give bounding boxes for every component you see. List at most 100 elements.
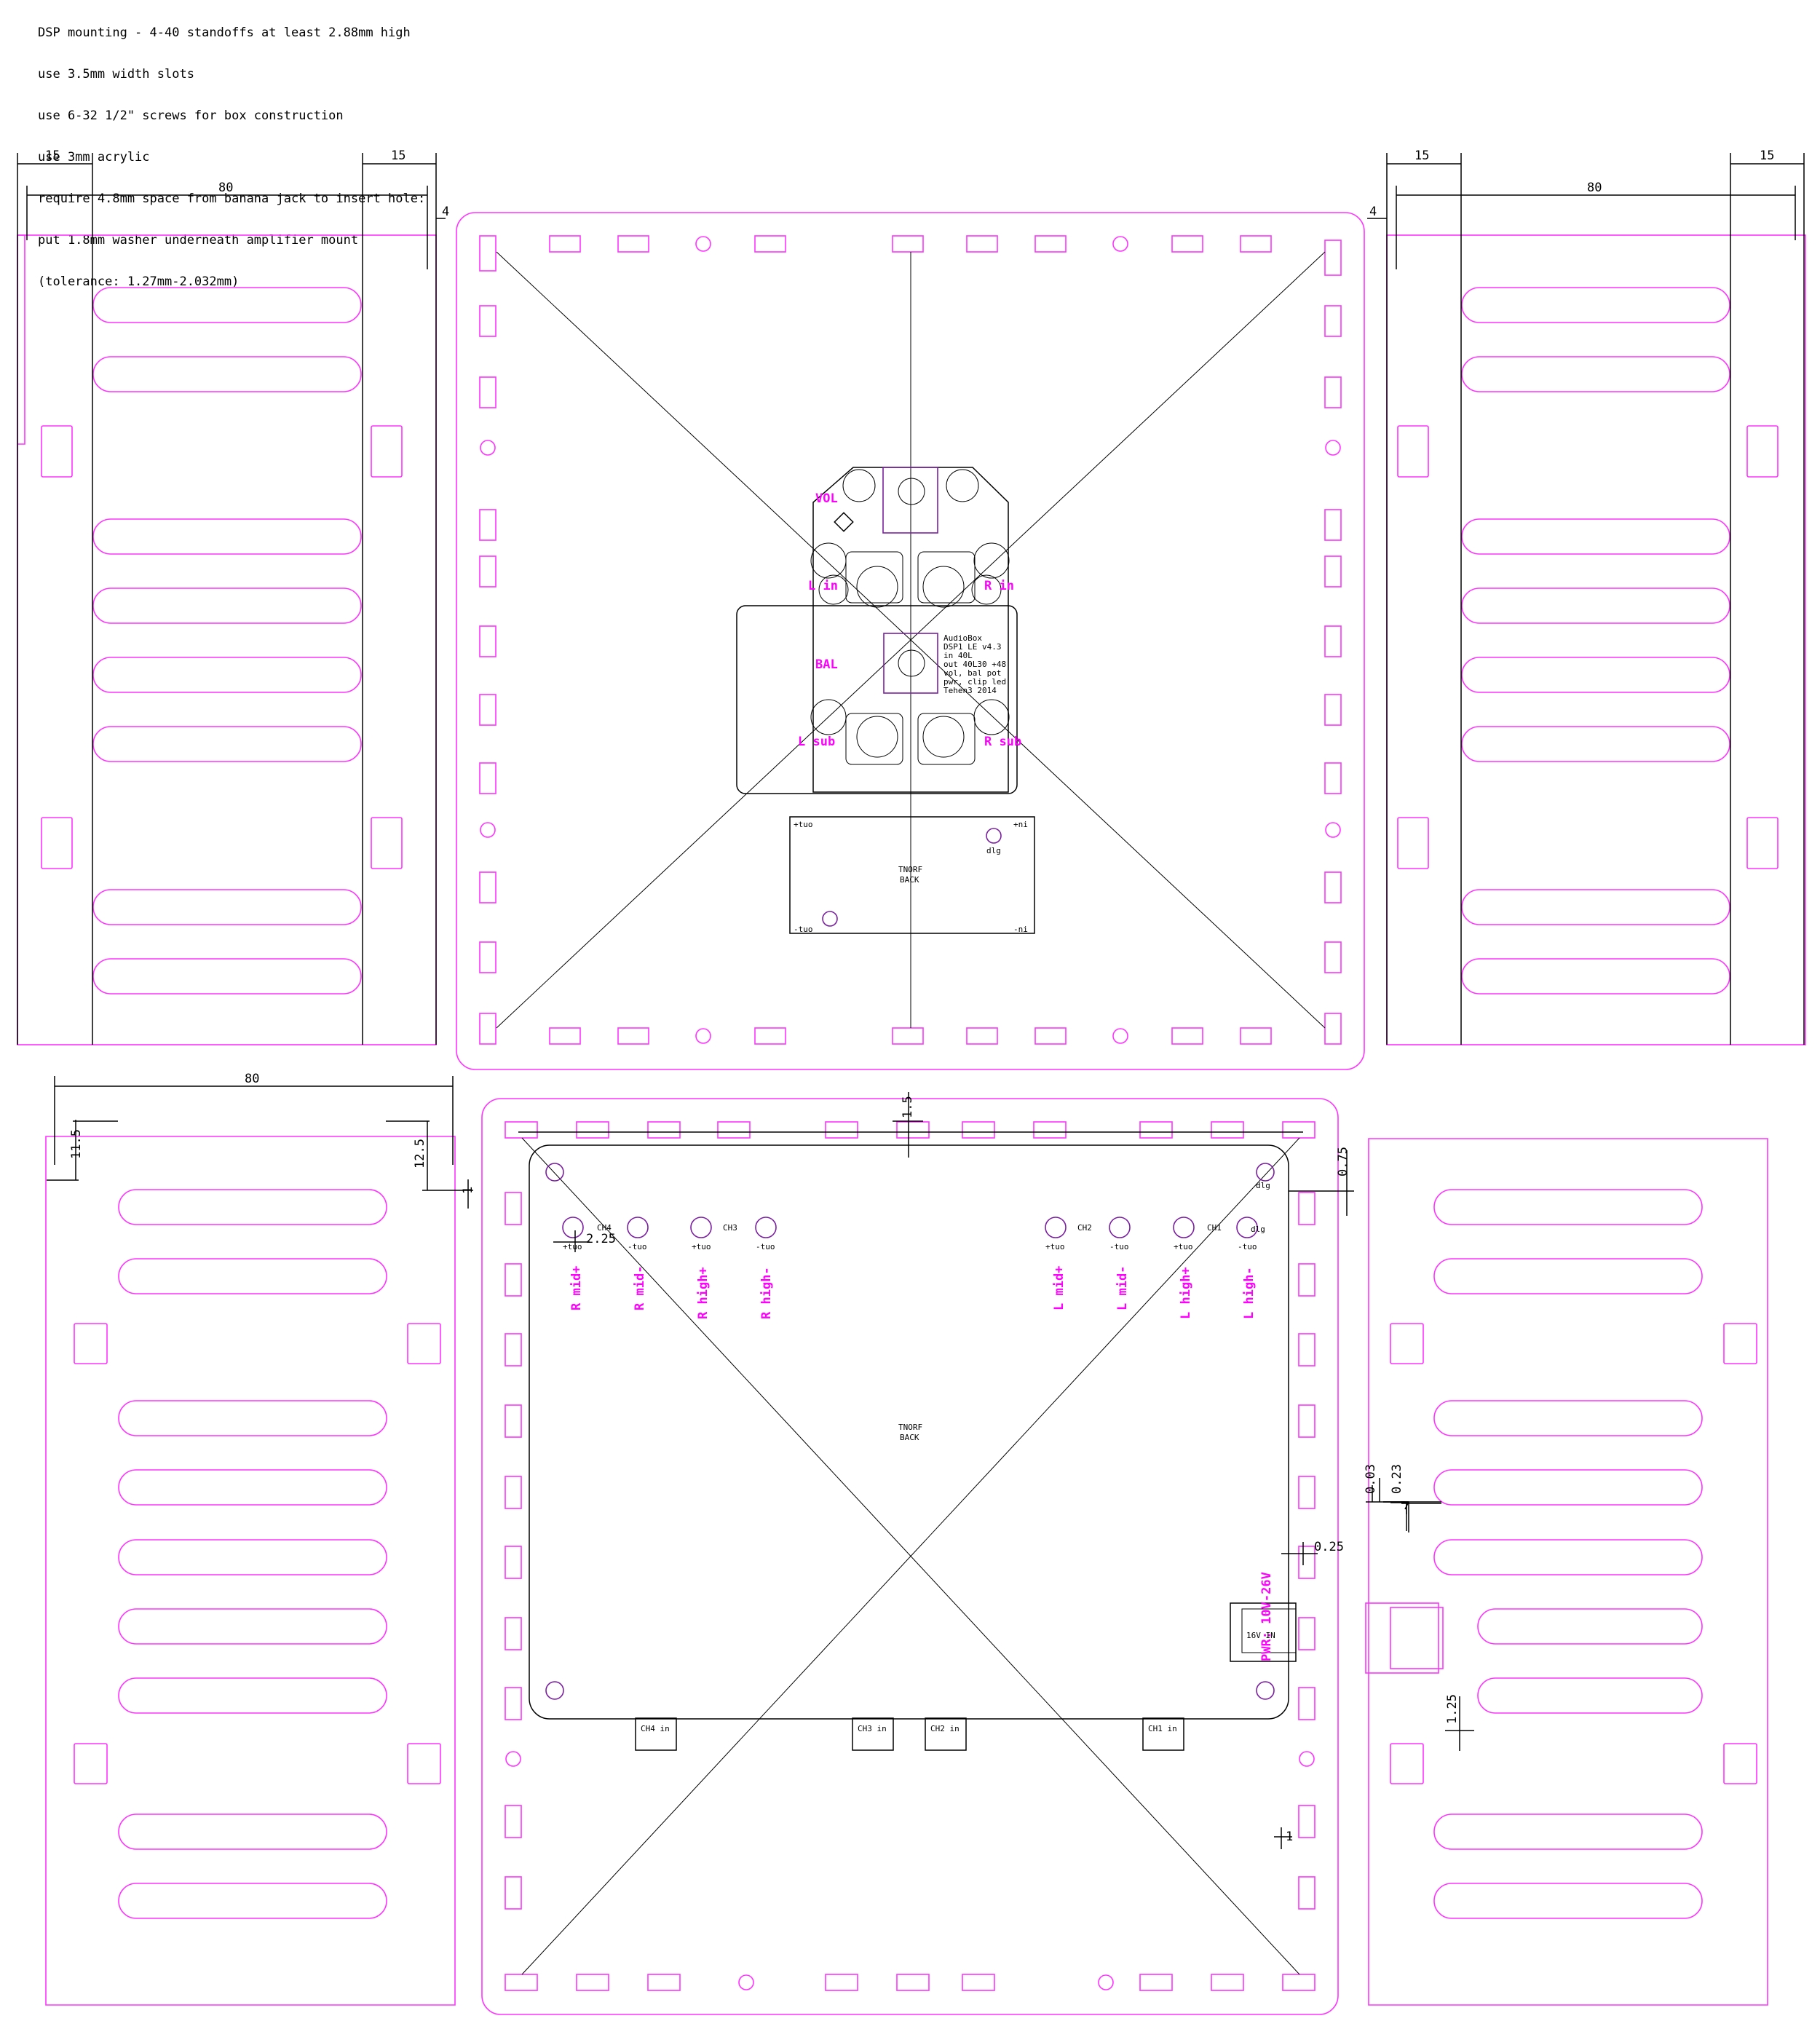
dim-bottom-right-0-03: 0.03 [1364,1464,1378,1494]
dsp-silk-3: in 40L [943,651,973,660]
note-line-7: (tolerance: 1.27mm-2.032mm) [38,274,240,289]
amp-input-ch1: CH1 in [1148,1724,1177,1733]
small-pin-3: dlg [986,846,1001,855]
amp-face-front: TNORF [898,1423,922,1432]
amp-pin-4: -tuo [756,1242,775,1251]
note-line-3: use 6-32 1/2" screws for box constructio… [38,108,344,123]
power-jack-text: 16V IN [1246,1631,1275,1640]
small-pin-5: -ni [1013,925,1028,934]
dsp-label-bal: BAL [815,657,838,672]
top-center-tab-slots [479,235,1342,1045]
dim-right-15a: 15 [1415,149,1429,163]
dsp-silk-2: DSP1 LE v4.3 [943,642,1001,652]
dim-bottom-left-12-5: 12.5 [413,1139,427,1168]
top-left-tab-d [371,817,403,869]
note-line-2: use 3.5mm width slots [38,67,194,82]
top-left-panel-outline [17,234,25,1045]
amp-label-l-high-minus: L high- [1242,1267,1257,1319]
bottom-center-panel-outline [481,1098,1339,2015]
dsp-silk-4: out 40L30 +48 [943,660,1006,669]
top-left-slots [92,287,362,994]
top-right-side-panel: 15 15 80 4 [1367,149,1806,1045]
amp-label-r-high-plus: R high+ [696,1267,711,1319]
amplifier-board: R mid+ R mid- R high+ R high- L mid+ L m… [529,1144,1297,1751]
amp-input-ch2: CH2 in [930,1724,960,1733]
amp-ch1: CH1 [1207,1223,1222,1233]
amp-input-ch3: CH3 in [858,1724,887,1733]
bottom-right-side-panel: 0.03 0.23 0.25 1.25 [1281,1138,1768,2006]
amp-label-l-mid-minus: L mid- [1115,1266,1130,1310]
amp-pin-9: dlg [1256,1181,1270,1190]
dim-bottom-right-0-25: 0.25 [1314,1540,1344,1554]
top-left-side-panel: 15 15 80 4 [17,149,449,1045]
dsp-silk-7: Tehen3 2014 [943,686,997,695]
dim-right-4: 4 [1369,205,1377,219]
amp-label-r-mid-minus: R mid- [633,1266,647,1310]
top-right-slots [1461,287,1730,994]
dim-bottom-right-0-23: 0.23 [1390,1464,1404,1494]
amp-face-back: BACK [900,1433,919,1442]
dim-bottom-left-11-5: 11.5 [69,1129,84,1159]
bottom-right-jack-cutout [1365,1602,1439,1674]
dim-bottom-left-1: 1 [461,1187,475,1194]
dsp-label-vol: VOL [815,491,838,506]
dim-bottom-center-1: 1 [1286,1830,1293,1844]
dsp-label-r-sub: R sub [984,735,1021,749]
dsp-label-r-in: R in [984,579,1014,593]
amp-pin-7: +tuo [1174,1242,1193,1251]
dim-bottom-center-0-75: 0.75 [1336,1147,1350,1176]
dsp-silk-5: vol, bal pot [943,668,1001,678]
amp-label-l-mid-plus: L mid+ [1052,1266,1067,1310]
dim-left-15b: 15 [391,149,405,163]
bottom-center-panel: R mid+ R mid- R high+ R high- L mid+ L m… [481,1092,1354,2015]
bottom-left-panel-outline [45,1136,456,2006]
small-mount-board: +tuo +ni dlg -tuo -ni TNORF BACK [789,816,1035,934]
bottom-center-tab-slots [505,1121,1315,1991]
top-center-panel: VOL L in R in BAL L sub R sub AudioBox D… [456,212,1365,1070]
amp-pin-1: +tuo [563,1242,582,1251]
small-pin-1: +tuo [794,820,813,829]
bottom-left-side-panel: 80 11.5 12.5 1 [45,1072,475,2006]
top-center-panel-outline [456,212,1365,1070]
bottom-left-slots [118,1189,387,1919]
dsp-label-l-sub: L sub [798,735,835,749]
top-left-tab-c [41,817,73,869]
dim-left-80: 80 [218,181,233,195]
note-line-1: DSP mounting - 4-40 standoffs at least 2… [38,25,411,40]
amp-pin-10: dlg [1251,1225,1265,1234]
small-pin-2: +ni [1013,820,1028,829]
top-left-tab-b [371,425,403,478]
amp-pin-2: -tuo [628,1242,647,1251]
power-label: PWR: 10V-26V [1259,1572,1274,1661]
bottom-right-slots [1433,1189,1703,1919]
amp-label-l-high-plus: L high+ [1179,1267,1193,1319]
dsp-silk-6: pwr, clip led [943,677,1006,687]
dim-left-15a: 15 [45,149,60,163]
bottom-right-panel-outline [1368,1138,1768,2006]
dim-left-4: 4 [442,205,449,219]
dim-bottom-right-1-25: 1.25 [1445,1694,1460,1724]
dsp-board: VOL L in R in BAL L sub R sub AudioBox D… [736,467,1021,794]
dim-bottom-center-2-25: 2.25 [586,1232,616,1246]
dim-right-15b: 15 [1760,149,1774,163]
amp-pin-5: +tuo [1045,1242,1065,1251]
amp-label-r-mid-plus: R mid+ [569,1266,584,1310]
amp-ch2: CH2 [1077,1223,1092,1233]
small-face-back: BACK [900,875,919,885]
amp-ch3: CH3 [723,1223,737,1233]
dim-bottom-left-80: 80 [245,1072,259,1086]
amp-label-r-high-minus: R high- [759,1267,774,1319]
dim-bottom-center-1-5: 1.5 [901,1096,915,1118]
note-line-4: use 3mm acrylic [38,150,150,165]
small-pin-4: -tuo [794,925,813,934]
amp-input-ch4: CH4 in [641,1724,670,1733]
dsp-label-l-in: L in [808,579,838,593]
dsp-silk-1: AudioBox [943,633,982,643]
top-left-tab-a [41,425,73,478]
amp-pin-3: +tuo [692,1242,711,1251]
dim-right-80: 80 [1587,181,1602,195]
amp-pin-8: -tuo [1238,1242,1257,1251]
amp-ch4: CH4 [597,1223,612,1233]
dsp-mount-plate [736,605,1018,794]
